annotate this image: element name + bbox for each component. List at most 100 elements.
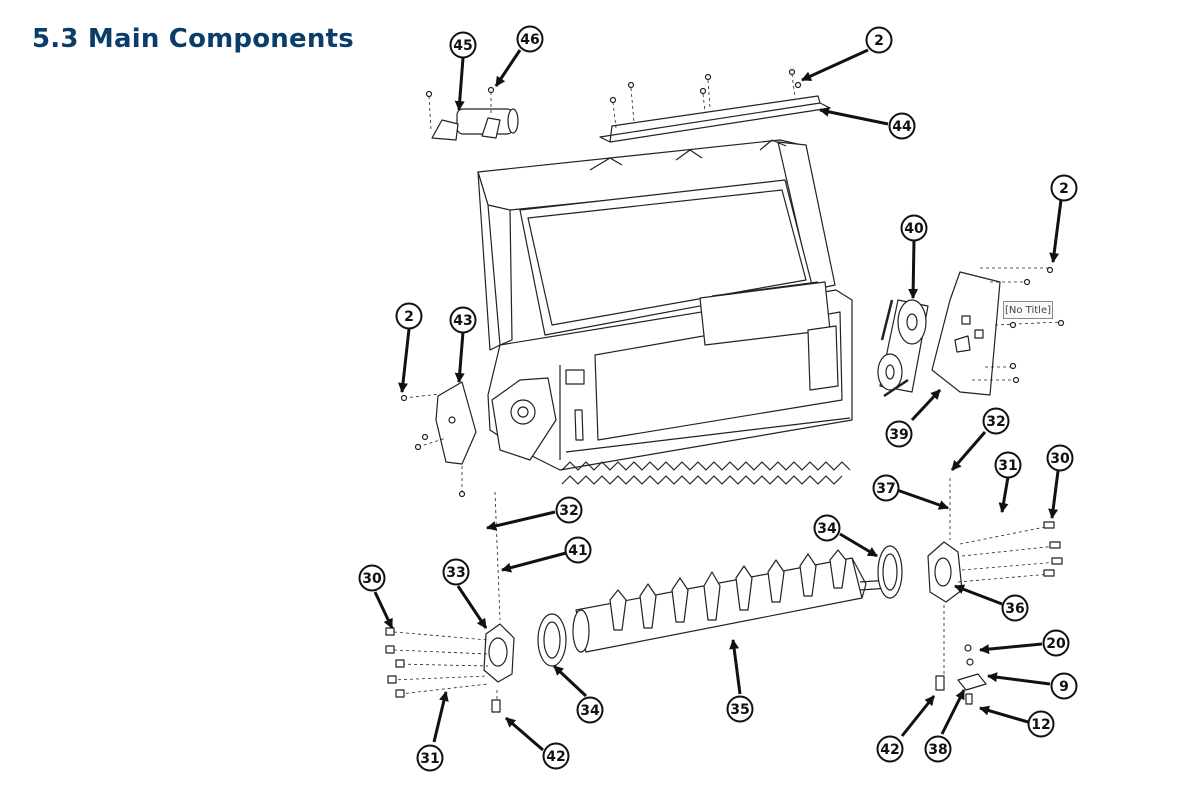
callout-number: 31 [998,458,1017,474]
callout-30: 30 [1046,444,1074,472]
callout-circle [885,420,913,448]
callout-number: 41 [568,543,587,559]
callout-number: 31 [420,751,439,767]
callout-circle [1027,710,1055,738]
right-cover-part [931,266,1065,396]
top-strip-part [599,68,831,143]
callout-number: 2 [874,33,884,49]
callout-circle [994,451,1022,479]
callout-30: 30 [358,564,386,592]
callout-circle [576,696,604,724]
callout-circle [1050,174,1078,202]
arrow-30-right [1048,470,1060,519]
callout-number: 42 [880,742,899,758]
arrow-36 [954,584,1003,606]
arrow-35 [729,639,742,695]
arrow-37 [896,488,949,510]
callout-number: 33 [446,565,465,581]
callout-36: 36 [1001,594,1029,622]
callout-number: 12 [1031,717,1050,733]
arrow-43 [454,331,465,383]
callout-number: 30 [1050,451,1070,467]
callout-circle [924,735,952,763]
arrow-45 [454,57,465,111]
callout-number: 30 [362,571,382,587]
callout-44: 44 [888,112,916,140]
arrow-34-left [552,664,588,698]
callout-number: 38 [928,742,947,758]
callout-number: 43 [453,313,472,329]
left-flange-part [483,491,567,713]
callout-circle [449,31,477,59]
callout-number: 45 [453,38,472,54]
callout-2: 2 [395,302,423,330]
arrow-38 [940,689,966,735]
right-flange-part [877,478,1063,691]
section-title: 5.3 Main Components [32,24,354,54]
arrow-33 [456,585,488,629]
callout-number: 34 [580,703,600,719]
callout-42: 42 [542,742,570,770]
callout-circle [1050,672,1078,700]
belt-pulley-part [877,299,929,398]
callout-37: 37 [872,474,900,502]
callout-circle [395,302,423,330]
callout-number: 42 [546,749,565,765]
arrow-2-left [398,328,411,393]
bracket-hardware-part [957,644,987,705]
callout-9: 9 [1050,672,1078,700]
callout-circle [516,25,544,53]
mulcher-frame [477,139,853,485]
arrow-12 [979,705,1029,724]
callout-2: 2 [1050,174,1078,202]
arrow-40 [908,239,919,299]
callout-circle [1046,444,1074,472]
callout-circle [726,695,754,723]
callout-45: 45 [449,31,477,59]
callout-circle [876,735,904,763]
no-title-tag: [No Title] [1003,301,1053,319]
callout-circle [542,742,570,770]
callout-41: 41 [564,536,592,564]
callout-circle [555,496,583,524]
callout-circle [358,564,386,592]
callout-34: 34 [576,696,604,724]
callout-circle [900,214,928,242]
arrow-9 [987,672,1051,686]
callout-circle [1042,629,1070,657]
callout-number: 2 [1059,181,1069,197]
arrow-31-left [432,691,449,743]
arrow-39 [910,388,942,422]
callout-12: 12 [1027,710,1055,738]
callout-circle [564,536,592,564]
callout-number: 2 [404,309,414,325]
arrow-2-right [1049,199,1063,263]
callout-number: 20 [1046,636,1066,652]
callout-46: 46 [516,25,544,53]
arrow-20 [979,642,1043,655]
arrow-2-top [801,48,869,82]
callout-number: 32 [559,503,578,519]
arrow-32-right [950,431,987,471]
callout-34: 34 [813,514,841,542]
callout-circle [813,514,841,542]
callout-31: 31 [416,744,444,772]
callout-number: 46 [520,32,539,48]
left-bolts-part [385,627,489,698]
callout-number: 40 [904,221,924,237]
callout-circle [1001,594,1029,622]
callout-43: 43 [449,306,477,334]
callout-31: 31 [994,451,1022,479]
callout-40: 40 [900,214,928,242]
callout-32: 32 [555,496,583,524]
callout-42: 42 [876,735,904,763]
left-cover-part [400,381,477,498]
callout-number: 32 [986,414,1005,430]
callout-33: 33 [442,558,470,586]
callout-number: 37 [876,481,895,497]
callout-number: 36 [1005,601,1024,617]
callout-35: 35 [726,695,754,723]
arrow-42-left [505,716,544,752]
rotor-drum-part [572,549,891,653]
